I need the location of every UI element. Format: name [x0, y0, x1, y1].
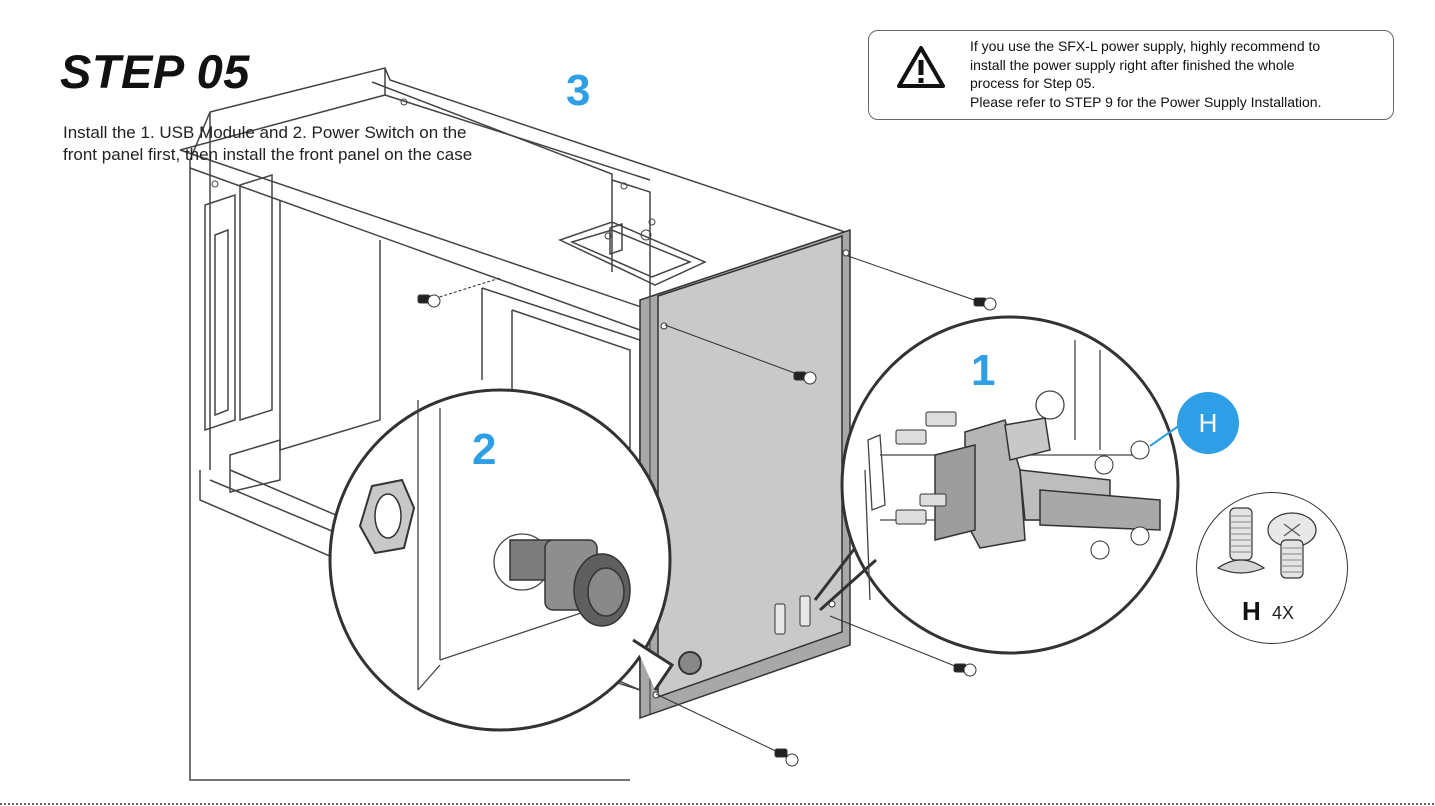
front-panel — [639, 228, 851, 720]
instructions: Install the 1. USB Module and 2. Power S… — [63, 122, 472, 166]
usb-module-zoom — [813, 315, 1181, 655]
screw-h-badge: H — [1177, 392, 1239, 454]
power-supply-note: If you use the SFX-L power supply, highl… — [868, 30, 1394, 120]
instruction-line-1: Install the 1. USB Module and 2. Power S… — [63, 123, 467, 142]
screw-kit-icon — [1216, 507, 1317, 579]
usb-module-body — [934, 417, 1161, 549]
power-switch — [509, 539, 631, 627]
instruction-line-2: front panel first, then install the fron… — [63, 145, 473, 164]
power-switch-zoom — [328, 388, 675, 732]
note-line-3: process for Step 05. — [970, 75, 1096, 91]
screw-kit-letter: H — [1242, 596, 1261, 626]
screw-kit-quantity: 4X — [1272, 603, 1295, 623]
screws — [417, 255, 997, 767]
note-line-2: install the power supply right after fin… — [970, 56, 1295, 73]
warning-triangle-icon — [897, 46, 945, 88]
step-title: STEP 05 — [60, 45, 250, 98]
callout-1: 1 — [971, 346, 996, 395]
callout-2: 2 — [472, 425, 497, 474]
callout-3: 3 — [566, 66, 591, 115]
note-line-4: Please refer to STEP 9 for the Power Sup… — [970, 93, 1322, 110]
note-line-1: If you use the SFX-L power supply, highl… — [970, 38, 1321, 54]
